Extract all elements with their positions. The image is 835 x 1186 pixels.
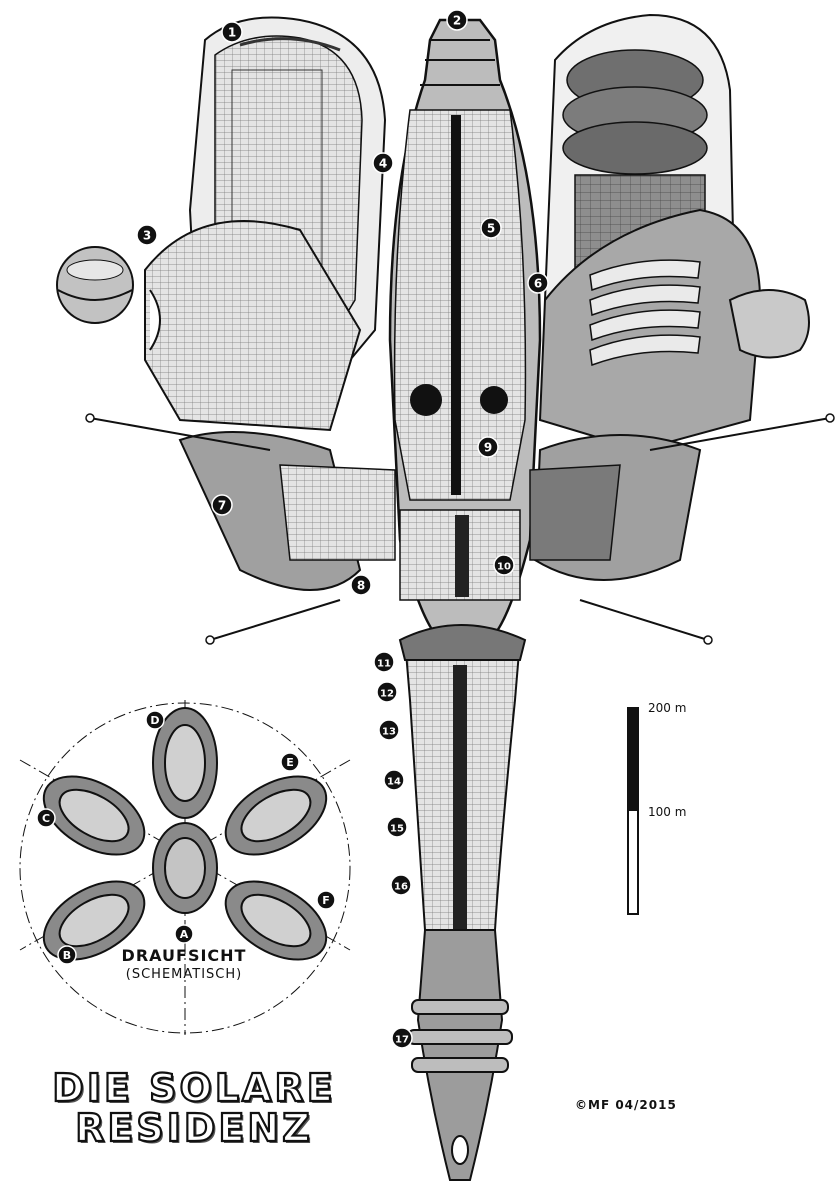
callout-7: 7 bbox=[211, 494, 233, 516]
svg-text:14: 14 bbox=[387, 777, 401, 788]
schematic-sublabel: (SCHEMATISCH) bbox=[125, 967, 243, 982]
svg-text:9: 9 bbox=[484, 441, 492, 455]
callout-13: 13 bbox=[378, 719, 400, 741]
svg-text:16: 16 bbox=[394, 882, 408, 893]
svg-text:17: 17 bbox=[395, 1035, 409, 1046]
svg-text:11: 11 bbox=[377, 659, 391, 670]
callout-14: 14 bbox=[383, 769, 405, 791]
page-title: DIE SOLARE RESIDENZ bbox=[24, 1066, 364, 1150]
title-line-1: DIE SOLARE bbox=[51, 1066, 336, 1110]
schematic-caption: DRAUFSICHT (SCHEMATISCH) bbox=[84, 946, 284, 984]
svg-text:C: C bbox=[42, 812, 50, 825]
scale-mid-label: 100 m bbox=[648, 805, 687, 819]
svg-text:7: 7 bbox=[218, 499, 226, 513]
svg-text:10: 10 bbox=[497, 562, 511, 573]
pod-letter-markers: A B C D E F bbox=[36, 710, 336, 965]
callout-11: 11 bbox=[373, 651, 395, 673]
callout-4: 4 bbox=[372, 152, 394, 174]
callout-16: 16 bbox=[390, 874, 412, 896]
schematic-top-view bbox=[19, 700, 351, 1035]
svg-text:E: E bbox=[286, 756, 294, 769]
callout-6: 6 bbox=[527, 272, 549, 294]
copyright-label: ©MF 04/2015 bbox=[575, 1098, 677, 1112]
pod-letter-f: F bbox=[316, 890, 336, 910]
pod-letter-a: A bbox=[174, 924, 194, 944]
svg-text:12: 12 bbox=[380, 689, 394, 700]
title-line-2: RESIDENZ bbox=[74, 1106, 313, 1150]
callout-15: 15 bbox=[386, 816, 408, 838]
callout-2: 2 bbox=[446, 9, 468, 31]
svg-text:F: F bbox=[322, 894, 330, 907]
svg-text:1: 1 bbox=[228, 26, 236, 40]
pod-letter-b: B bbox=[57, 945, 77, 965]
svg-text:2: 2 bbox=[453, 14, 461, 28]
svg-text:13: 13 bbox=[382, 727, 396, 738]
svg-text:D: D bbox=[150, 714, 159, 727]
scale-top-label: 200 m bbox=[648, 701, 687, 715]
callout-8: 8 bbox=[350, 574, 372, 596]
callout-17: 17 bbox=[391, 1027, 413, 1049]
svg-text:6: 6 bbox=[534, 277, 542, 291]
callout-5: 5 bbox=[480, 217, 502, 239]
svg-text:B: B bbox=[63, 949, 71, 962]
pod-letter-e: E bbox=[280, 752, 300, 772]
svg-text:15: 15 bbox=[390, 824, 404, 835]
callout-9: 9 bbox=[477, 436, 499, 458]
callout-3: 3 bbox=[136, 224, 158, 246]
tail-spine bbox=[398, 624, 527, 1181]
right-hull-block bbox=[538, 208, 810, 452]
svg-text:8: 8 bbox=[357, 579, 365, 593]
wing-pods bbox=[85, 413, 835, 645]
callout-1: 1 bbox=[221, 21, 243, 43]
left-sphere bbox=[56, 246, 134, 324]
central-hull bbox=[388, 18, 542, 642]
svg-text:A: A bbox=[180, 928, 189, 941]
callout-12: 12 bbox=[376, 681, 398, 703]
pod-letter-d: D bbox=[145, 710, 165, 730]
svg-text:4: 4 bbox=[379, 157, 387, 171]
callout-10: 10 bbox=[493, 554, 515, 576]
svg-text:3: 3 bbox=[143, 229, 151, 243]
scale-bar bbox=[627, 707, 639, 915]
svg-text:5: 5 bbox=[487, 222, 495, 236]
left-hull-block bbox=[144, 220, 362, 432]
schematic-label: DRAUFSICHT bbox=[121, 946, 247, 965]
pod-letter-c: C bbox=[36, 808, 56, 828]
